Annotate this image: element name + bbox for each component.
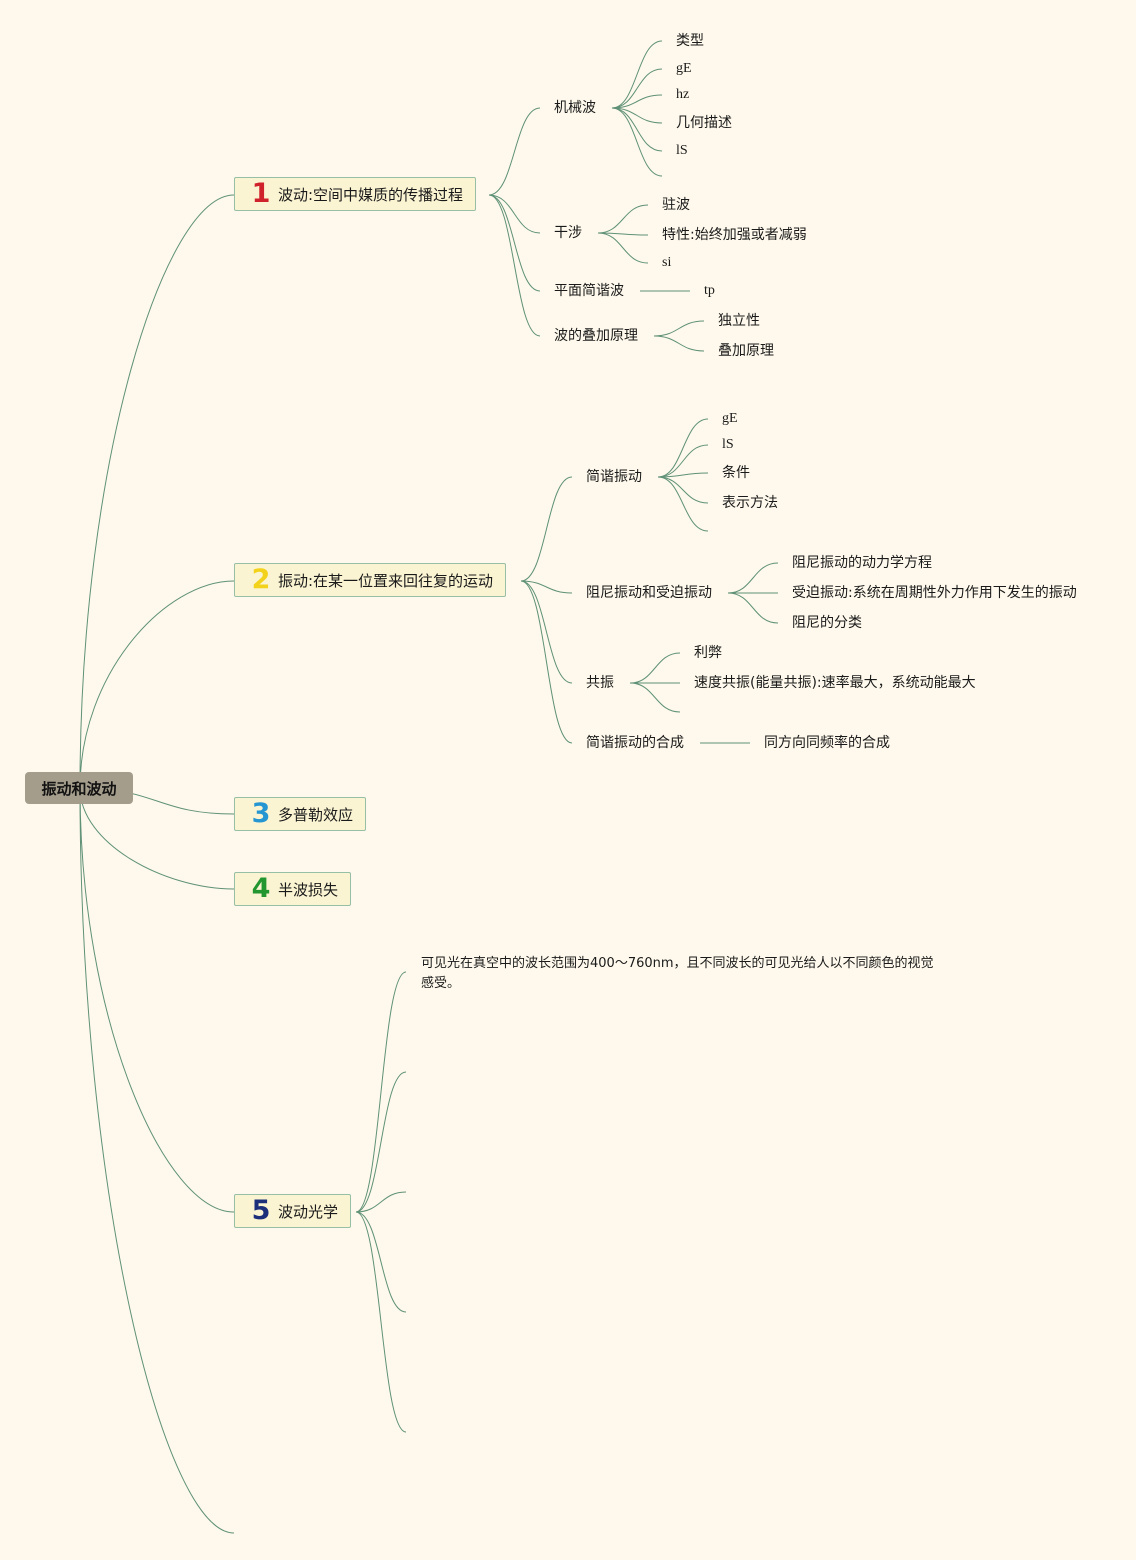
leaf-condition[interactable]: 条件: [722, 465, 750, 481]
link-root-b5: [79, 787, 235, 1213]
link-b5-1: [355, 1071, 407, 1213]
link-mech-2: [611, 94, 663, 109]
link-b2-reson: [520, 580, 573, 684]
link-b5-4: [355, 1211, 407, 1433]
leaf-property[interactable]: 特性:始终加强或者减弱: [662, 227, 807, 243]
root-label: 振动和波动: [41, 779, 117, 798]
topic-resonance[interactable]: 共振: [586, 675, 614, 691]
link-b5-0: [355, 971, 407, 1213]
topic-damped-forced[interactable]: 阻尼振动和受迫振动: [586, 585, 712, 601]
leaf-type[interactable]: 类型: [676, 33, 704, 49]
leaf-ge[interactable]: gE: [676, 61, 692, 76]
leaf-damped-equation[interactable]: 阻尼振动的动力学方程: [792, 555, 932, 571]
number-badge-2: 2: [251, 563, 271, 595]
number-badge-3: 3: [251, 797, 271, 829]
branch-label-3: 多普勒效应: [278, 805, 354, 824]
leaf-forced-vibration[interactable]: 受迫振动:系统在周期性外力作用下发生的振动: [792, 585, 1077, 601]
leaf-si[interactable]: si: [662, 255, 672, 270]
link-super-0: [653, 320, 705, 337]
link-b5-3: [355, 1211, 407, 1313]
link-b2-shm: [520, 476, 573, 582]
leaf-hz[interactable]: hz: [676, 87, 690, 102]
branch-label-5: 波动光学: [278, 1202, 339, 1221]
topic-simple-harmonic[interactable]: 简谐振动: [586, 469, 642, 485]
link-reson-2: [629, 682, 681, 713]
link-mech-1: [611, 68, 663, 109]
leaf-tp[interactable]: tp: [704, 283, 715, 298]
link-interf-0: [597, 204, 649, 234]
link-shm-1: [657, 444, 709, 478]
link-mech-4: [611, 107, 663, 152]
topic-superposition[interactable]: 波的叠加原理: [554, 328, 638, 344]
leaf-superposition-principle[interactable]: 叠加原理: [718, 343, 774, 359]
branch-node-5[interactable]: 5 波动光学: [234, 1194, 352, 1228]
link-b1-super: [488, 194, 541, 337]
link-interf-2: [597, 232, 649, 264]
link-damped-2: [727, 592, 779, 624]
visible-light-note[interactable]: 可见光在真空中的波长范围为400～760nm，且不同波长的可见光给人以不同颜色的…: [421, 956, 934, 991]
leaf-geometry[interactable]: 几何描述: [676, 115, 732, 131]
leaf-pros-cons[interactable]: 利弊: [694, 645, 722, 661]
topic-plane-harmonic-wave[interactable]: 平面简谐波: [554, 283, 624, 299]
branch-node-1[interactable]: 1 波动:空间中媒质的传播过程: [234, 177, 477, 211]
leaf-velocity-resonance[interactable]: 速度共振(能量共振):速率最大，系统动能最大: [694, 675, 976, 691]
link-mech-0: [611, 40, 663, 109]
number-badge-5: 5: [251, 1194, 271, 1226]
branch-node-2[interactable]: 2 振动:在某一位置来回往复的运动: [234, 563, 507, 597]
link-mech-5: [611, 107, 663, 177]
link-super-1: [653, 335, 705, 352]
number-badge-1: 1: [251, 177, 271, 209]
leaf-same-direction[interactable]: 同方向同频率的合成: [764, 735, 890, 751]
link-shm-2: [657, 472, 709, 478]
link-shm-0: [657, 418, 709, 478]
link-root-b2: [79, 580, 235, 789]
leaf-ls[interactable]: lS: [676, 143, 688, 158]
leaf-ls-2[interactable]: lS: [722, 437, 734, 452]
branch-label-4: 半波损失: [278, 880, 339, 899]
link-b1-mech: [488, 107, 541, 196]
topic-mechanical-wave[interactable]: 机械波: [554, 100, 596, 116]
link-damped-0: [727, 562, 779, 594]
link-b5-2: [355, 1191, 407, 1213]
link-b2-comp: [520, 580, 573, 744]
root-node[interactable]: 振动和波动: [25, 772, 133, 804]
leaf-damping-types[interactable]: 阻尼的分类: [792, 615, 862, 631]
leaf-independence[interactable]: 独立性: [718, 313, 760, 329]
link-root-b1: [79, 194, 235, 789]
branch-node-3[interactable]: 3 多普勒效应: [234, 797, 367, 831]
link-root-b4: [79, 787, 235, 890]
topic-interference[interactable]: 干涉: [554, 225, 582, 241]
leaf-standing-wave[interactable]: 驻波: [662, 197, 690, 213]
link-b1-plane: [488, 194, 541, 292]
leaf-ge-2[interactable]: gE: [722, 411, 738, 426]
link-reson-0: [629, 652, 681, 684]
branch-node-4[interactable]: 4 半波损失: [234, 872, 352, 906]
link-shm-3: [657, 476, 709, 504]
branch-label-1: 波动:空间中媒质的传播过程: [278, 185, 464, 204]
topic-composition[interactable]: 简谐振动的合成: [586, 735, 684, 751]
link-shm-4: [657, 476, 709, 532]
leaf-representation[interactable]: 表示方法: [722, 495, 778, 511]
link-root-extra: [79, 787, 235, 1534]
link-b1-interf: [488, 194, 541, 234]
link-mech-3: [611, 107, 663, 124]
link-b2-damped: [520, 580, 573, 594]
number-badge-4: 4: [251, 872, 271, 904]
branch-label-2: 振动:在某一位置来回往复的运动: [278, 571, 494, 590]
